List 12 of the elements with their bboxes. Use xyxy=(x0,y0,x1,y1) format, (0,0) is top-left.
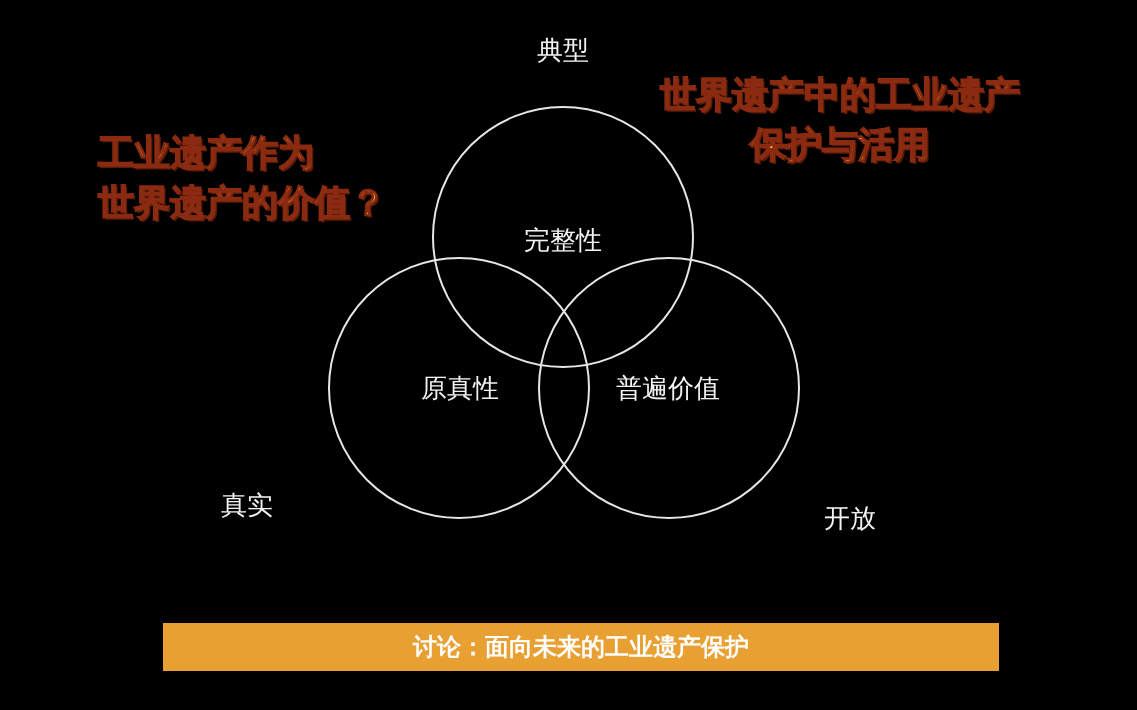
subtitle-text: 工业遗产作为 xyxy=(98,131,314,175)
caption-banner: 讨论：面向未来的工业遗产保护 xyxy=(163,623,999,671)
axis-label: 真实 xyxy=(221,488,273,522)
venn-circle xyxy=(538,257,800,519)
axis-label: 典型 xyxy=(537,33,589,67)
axis-label: 开放 xyxy=(824,501,876,535)
circle-label: 普遍价值 xyxy=(616,371,720,405)
subtitle-text: 世界遗产中的工业遗产保护与活用 xyxy=(659,73,1021,167)
circle-label: 完整性 xyxy=(524,223,602,257)
subtitle-text: 世界遗产的价值？ xyxy=(98,181,386,225)
circle-label: 原真性 xyxy=(421,371,499,405)
venn-circle xyxy=(328,257,590,519)
